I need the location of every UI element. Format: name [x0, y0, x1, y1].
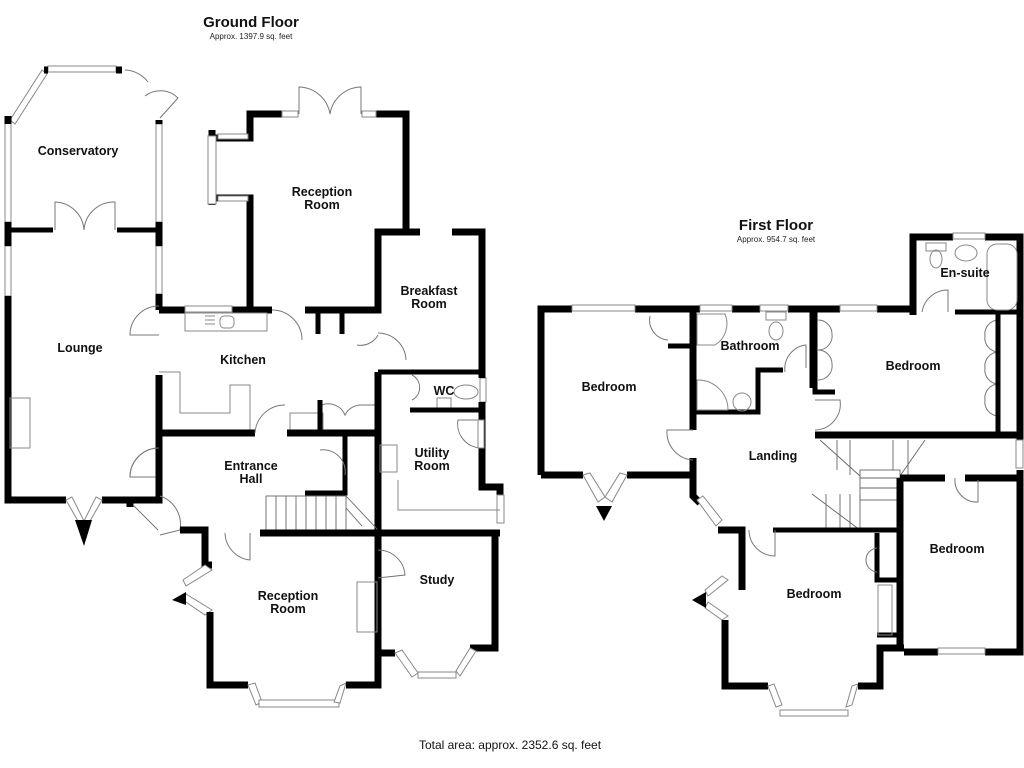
room-label-bedroom-master: Bedroom [886, 359, 941, 373]
first-floor-staircase [811, 439, 926, 531]
conservatory-door[interactable] [124, 69, 179, 119]
cupboard-door[interactable] [319, 449, 346, 476]
kitchen-reception-door[interactable] [271, 309, 303, 341]
ground-floor-area: Approx. 1397.9 sq. feet [210, 32, 294, 41]
ensuite-basin [954, 244, 978, 262]
conservatory-windows [4, 65, 163, 297]
room-label-breakfast: Breakfast [401, 284, 459, 298]
bedroom-left-wardrobe-door[interactable] [649, 315, 669, 341]
bathroom-door[interactable] [784, 344, 807, 373]
lounge-french-doors[interactable] [54, 201, 116, 231]
breakfast-door[interactable] [356, 334, 379, 346]
bathroom-basin [732, 392, 752, 412]
room-label-landing: Landing [749, 449, 798, 463]
reception-front-door[interactable] [224, 532, 251, 561]
room-label-bathroom: Bathroom [720, 339, 779, 353]
kitchen-sink-unit [184, 312, 268, 332]
ground-floor-plan: Conservatory Reception Room Lounge Kitch… [4, 65, 505, 708]
room-label-reception-rear: Reception [292, 185, 352, 199]
first-floor-area: Approx. 954.7 sq. feet [737, 235, 816, 244]
bathroom-toilet [768, 321, 784, 341]
staircase [265, 495, 379, 531]
first-floor-plan: Bedroom Bathroom En-suite Bedroom Landin… [537, 232, 1024, 717]
room-label-conservatory: Conservatory [38, 144, 119, 158]
reception-fireplace [356, 581, 378, 633]
wc-door[interactable] [411, 374, 421, 401]
ground-floor-title: Ground Floor [203, 14, 299, 31]
utility-back-door[interactable] [457, 419, 483, 449]
first-floor-heading: First Floor Approx. 954.7 sq. feet [737, 217, 816, 244]
room-label-utility: Utility [415, 446, 450, 460]
kitchen-hall-arch[interactable] [377, 332, 407, 361]
ensuite-bath [986, 243, 1018, 311]
room-label-bedroom-right: Bedroom [930, 542, 985, 556]
bedroom-front-wardrobe[interactable] [865, 547, 878, 573]
master-wardrobe-left[interactable] [817, 319, 833, 381]
lounge-fireplace [9, 397, 31, 449]
total-area: Total area: approx. 2352.6 sq. feet [419, 738, 602, 752]
room-label-lounge: Lounge [57, 341, 102, 355]
lounge-kitchen-door[interactable] [129, 305, 160, 336]
bedroom-left-door[interactable] [666, 429, 694, 461]
bedroom-front-door[interactable] [748, 529, 776, 557]
room-label-reception-rear-2: Room [304, 198, 339, 212]
room-label-reception-front-2: Room [270, 602, 305, 616]
utility-sink [379, 444, 398, 473]
ensuite-door[interactable] [921, 289, 949, 313]
room-label-entrance-hall: Entrance [224, 459, 278, 473]
room-label-kitchen: Kitchen [220, 353, 266, 367]
room-label-ensuite: En-suite [940, 266, 989, 280]
reception-rear-french-doors[interactable] [298, 86, 362, 115]
room-label-bedroom-front: Bedroom [787, 587, 842, 601]
room-label-wc: WC [434, 384, 455, 398]
bedroom-right-door[interactable] [954, 477, 979, 503]
room-label-bedroom-left: Bedroom [582, 380, 637, 394]
pantry-doors[interactable] [321, 403, 375, 433]
room-label-utility-2: Room [414, 459, 449, 473]
first-floor-title: First Floor [739, 217, 813, 234]
ground-floor-heading: Ground Floor Approx. 1397.9 sq. feet [203, 14, 299, 41]
room-label-study: Study [420, 573, 455, 587]
room-label-breakfast-2: Room [411, 297, 446, 311]
room-label-reception-front: Reception [258, 589, 318, 603]
room-label-entrance-hall-2: Hall [240, 472, 263, 486]
bathroom-shower [696, 313, 728, 346]
ensuite-toilet [929, 249, 943, 269]
study-door[interactable] [377, 549, 406, 579]
master-bedroom-door[interactable] [814, 399, 841, 431]
kitchen-hall-door[interactable] [254, 404, 286, 434]
master-wardrobe-right[interactable] [984, 319, 999, 417]
